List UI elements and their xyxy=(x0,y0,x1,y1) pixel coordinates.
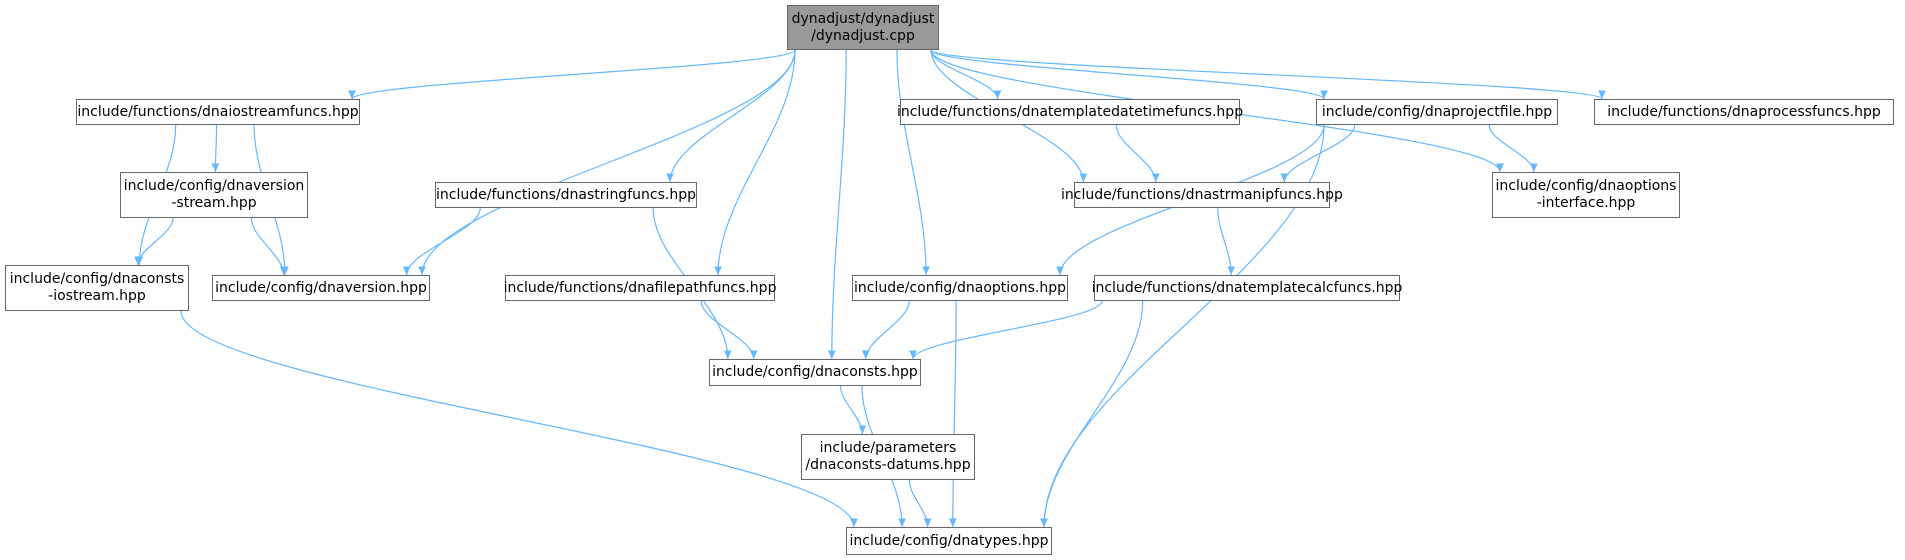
node-dnaversion[interactable]: include/config/dnaversion.hpp xyxy=(212,275,430,301)
edge-consts_iostream-to-types xyxy=(180,310,858,528)
node-label: include/config/dnatypes.hpp xyxy=(849,532,1049,549)
node-label: dynadjust/dynadjust/dynadjust.cpp xyxy=(791,10,935,44)
node-dnastrmanipfuncs[interactable]: include/functions/dnastrmanipfuncs.hpp xyxy=(1061,182,1343,208)
node-label: include/functions/dnastringfuncs.hpp xyxy=(436,186,696,203)
node-root-dynadjust-cpp: dynadjust/dynadjust/dynadjust.cpp xyxy=(787,5,939,50)
node-label: include/config/dnaversion.hpp xyxy=(215,279,427,296)
edge-consts-to-consts_datums xyxy=(839,385,867,435)
node-dnastringfuncs[interactable]: include/functions/dnastringfuncs.hpp xyxy=(435,182,697,208)
node-dnatemplatecalcfuncs[interactable]: include/functions/dnatemplatecalcfuncs.h… xyxy=(1091,275,1403,301)
edge-consts_datums-to-types xyxy=(908,479,932,528)
edge-root-to-templatedatetimefuncs xyxy=(930,49,1002,100)
edge-root-to-consts xyxy=(827,49,847,360)
node-label: include/config/dnaoptions-interface.hpp xyxy=(1495,178,1677,211)
node-label: include/config/dnaconsts-iostream.hpp xyxy=(9,271,185,304)
node-dnaversion-stream[interactable]: include/config/dnaversion-stream.hpp xyxy=(120,172,308,218)
edge-filepathfuncs-to-consts xyxy=(700,300,758,360)
edge-root-to-options xyxy=(896,49,930,276)
node-label: include/functions/dnatemplatedatetimefun… xyxy=(896,103,1244,120)
edge-root-to-iostreamfuncs xyxy=(348,49,796,100)
edge-projectfile-to-strmanipfuncs xyxy=(1280,124,1356,183)
edge-templatecalcfuncs-to-types xyxy=(1040,300,1144,528)
node-label: include/functions/dnaprocessfuncs.hpp xyxy=(1607,103,1881,120)
node-label: include/config/dnaprojectfile.hpp xyxy=(1321,103,1553,120)
edge-version_stream-to-consts_iostream xyxy=(134,217,174,266)
edge-stringfuncs-to-version xyxy=(402,207,481,276)
edge-iostreamfuncs-to-version_stream xyxy=(211,124,220,173)
edge-root-to-projectfile xyxy=(930,49,1328,100)
node-label: include/config/dnaoptions.hpp xyxy=(854,279,1066,296)
node-dnaprocessfuncs[interactable]: include/functions/dnaprocessfuncs.hpp xyxy=(1594,99,1894,125)
node-label: include/functions/dnatemplatecalcfuncs.h… xyxy=(1091,279,1403,296)
node-dnaprojectfile[interactable]: include/config/dnaprojectfile.hpp xyxy=(1316,99,1558,125)
node-label: include/config/dnaversion-stream.hpp xyxy=(123,178,305,211)
node-dnaconsts-datums[interactable]: include/parameters/dnaconsts-datums.hpp xyxy=(801,434,975,480)
node-label: include/config/dnaconsts.hpp xyxy=(712,364,918,380)
edge-root-to-stringfuncs xyxy=(666,49,796,183)
node-label: include/functions/dnafilepathfuncs.hpp xyxy=(503,279,777,296)
node-dnaconsts[interactable]: include/config/dnaconsts.hpp xyxy=(709,359,921,386)
node-dnafilepathfuncs[interactable]: include/functions/dnafilepathfuncs.hpp xyxy=(503,275,777,301)
node-dnaoptions[interactable]: include/config/dnaoptions.hpp xyxy=(852,275,1068,301)
node-dnatemplatedatetimefuncs[interactable]: include/functions/dnatemplatedatetimefun… xyxy=(896,99,1244,125)
edge-root-to-version xyxy=(418,49,796,276)
edge-strmanipfuncs-to-templatecalcfuncs xyxy=(1217,207,1236,276)
node-dnaconsts-iostream[interactable]: include/config/dnaconsts-iostream.hpp xyxy=(5,265,189,311)
edge-root-to-processfuncs xyxy=(930,49,1606,100)
edge-version_stream-to-version xyxy=(250,217,288,276)
edge-root-to-filepathfuncs xyxy=(714,49,796,276)
edge-projectfile-to-options_interface xyxy=(1488,124,1538,173)
edge-templatecalcfuncs-to-consts xyxy=(909,300,1103,360)
edge-options-to-consts xyxy=(861,300,910,360)
node-dnaiostreamfuncs[interactable]: include/functions/dnaiostreamfuncs.hpp xyxy=(76,99,360,125)
edge-templatedatetimefuncs-to-strmanipfuncs xyxy=(1115,124,1160,183)
node-label: include/functions/dnastrmanipfuncs.hpp xyxy=(1061,186,1343,203)
node-label: include/parameters/dnaconsts-datums.hpp xyxy=(805,440,971,473)
node-dnaoptions-interface[interactable]: include/config/dnaoptions-interface.hpp xyxy=(1492,172,1680,218)
edge-options-to-types xyxy=(949,300,957,528)
node-label: include/functions/dnaiostreamfuncs.hpp xyxy=(77,103,359,120)
node-dnatypes[interactable]: include/config/dnatypes.hpp xyxy=(846,527,1052,555)
